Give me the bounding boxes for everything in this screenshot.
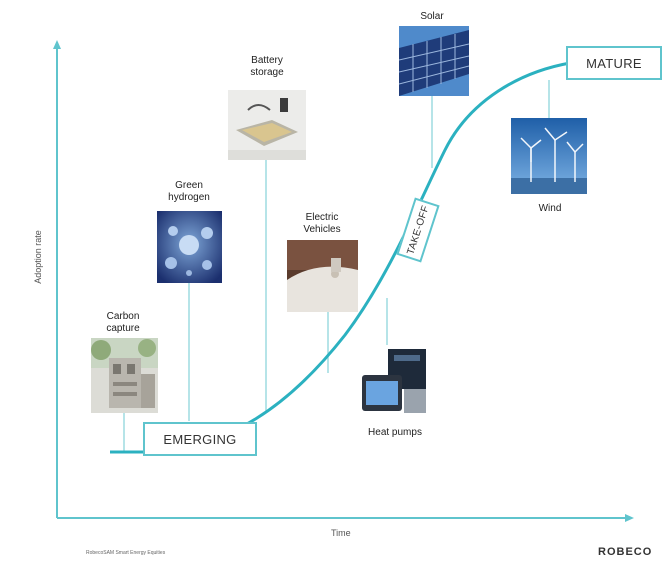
label-solar: Solar — [420, 11, 444, 22]
label-heat-pumps: Heat pumps — [368, 427, 422, 438]
battery-storage-image — [228, 90, 306, 160]
heat-pumps-image — [360, 345, 430, 417]
label-carbon-capture: Carbon capture — [106, 311, 140, 334]
brand-logo: ROBECO — [598, 546, 653, 558]
stage-mature-label: MATURE — [586, 55, 642, 71]
y-axis-label: Adoption rate — [33, 230, 43, 284]
x-axis-label: Time — [331, 528, 351, 538]
label-wind: Wind — [538, 203, 562, 214]
source-note: RobecoSAM Smart Energy Equities — [86, 550, 166, 556]
wind-image — [511, 118, 587, 194]
y-axis-arrow — [53, 40, 61, 49]
stage-emerging: EMERGING — [143, 422, 257, 456]
label-electric-vehicles: Electric Vehicles — [303, 212, 341, 235]
carbon-capture-image — [91, 338, 158, 413]
electric-vehicles-image — [287, 240, 358, 312]
label-battery-storage: Battery storage — [250, 55, 284, 78]
label-green-hydrogen: Green hydrogen — [168, 180, 210, 203]
leader-lines — [123, 80, 550, 452]
stage-emerging-label: EMERGING — [163, 431, 237, 447]
stage-mature: MATURE — [566, 46, 662, 80]
green-hydrogen-image — [157, 211, 222, 283]
x-axis-arrow — [625, 514, 634, 522]
solar-image — [399, 26, 469, 96]
